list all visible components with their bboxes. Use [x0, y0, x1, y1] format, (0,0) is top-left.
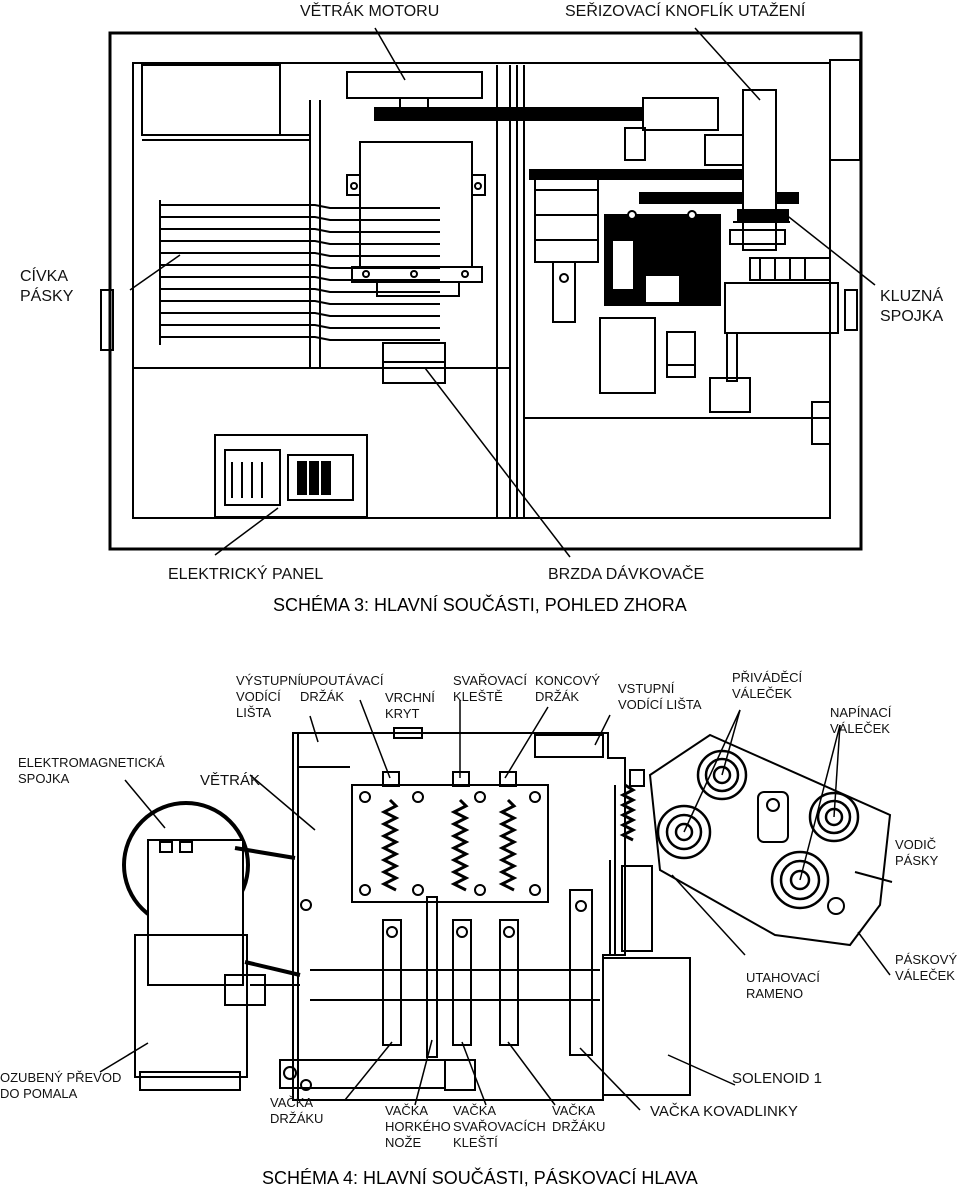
label-electric-panel: ELEKTRICKÝ PANEL — [168, 566, 324, 583]
tension-roller — [808, 791, 860, 843]
label-anvil-cam: VAČKA KOVADLINKY — [650, 1103, 798, 1120]
label-hot-knife-cam: VAČKA HORKÉHO NOŽE — [385, 1103, 451, 1150]
label-clamp-holder: UPOUTÁVACÍ DRŽÁK — [300, 673, 384, 704]
label-tension-roller: NAPÍNACÍ VÁLEČEK — [830, 705, 892, 736]
label-solenoid: SOLENOID 1 — [732, 1070, 823, 1087]
label-output-guide: VÝSTUPNÍ VODÍCÍ LIŠTA — [236, 673, 302, 720]
tape-roller — [770, 850, 830, 910]
weld-plate — [351, 784, 549, 903]
label-tape-reel: CÍVKA PÁSKY — [20, 268, 74, 305]
label-top-cover: VRCHNÍ KRYT — [385, 690, 435, 721]
label-weld-cam: VAČKA SVAŘOVACÍCH KLEŠTÍ — [453, 1103, 546, 1150]
electric-panel — [214, 434, 368, 518]
figure4-caption: SCHÉMA 4: HLAVNÍ SOUČÁSTI, PÁSKOVACÍ HLA… — [262, 1168, 698, 1188]
label-feeder-brake: BRZDA DÁVKOVAČE — [548, 566, 705, 583]
end-holder-top — [534, 734, 604, 758]
label-holder-cam: VAČKA DRŽÁKU — [270, 1095, 324, 1126]
motor-fan — [346, 71, 483, 99]
label-feed-roller: PŘIVÁDĚCÍ VÁLEČEK — [732, 670, 803, 701]
tape-reel — [159, 200, 440, 345]
solenoid — [602, 957, 691, 1096]
label-tape-guide: VODIČ PÁSKY — [895, 837, 939, 868]
label-tape-roller: PÁSKOVÝ VÁLEČEK — [895, 952, 958, 983]
motor-body — [359, 141, 473, 268]
head-housing — [292, 732, 626, 1101]
top-left-box — [141, 64, 281, 136]
tension-knob — [742, 89, 777, 251]
label-motor-fan: VĚTRÁK MOTORU — [300, 3, 440, 20]
gear-stack — [534, 171, 599, 263]
label-tension-knob: SEŘIZOVACÍ KNOFLÍK UTAŽENÍ — [565, 3, 806, 20]
inner-frame — [132, 62, 831, 519]
figure3-top-view — [100, 27, 876, 558]
label-tension-arm: UTAHOVACÍ RAMENO — [746, 970, 820, 1001]
figure4-tape-head — [99, 699, 893, 1111]
roller-plate — [648, 733, 892, 947]
label-em-clutch: ELEKTROMAGNETICKÁ SPOJKA — [18, 755, 165, 786]
figure3-caption: SCHÉMA 3: HLAVNÍ SOUČÁSTI, POHLED ZHORA — [273, 595, 687, 615]
label-gear-reducer: OZUBENÝ PŘEVOD DO POMALA — [0, 1070, 122, 1101]
label-fan: VĚTRÁK — [200, 772, 261, 789]
label-weld-pliers: SVAŘOVACÍ KLEŠTĚ — [453, 673, 527, 704]
label-slip-clutch: KLUZNÁ SPOJKA — [880, 288, 944, 325]
label-end-holder: KONCOVÝ DRŽÁK — [535, 673, 601, 704]
label-input-guide: VSTUPNÍ VODÍCÍ LIŠTA — [618, 681, 702, 712]
label-holder-cam-2: VAČKA DRŽÁKU — [552, 1103, 606, 1134]
